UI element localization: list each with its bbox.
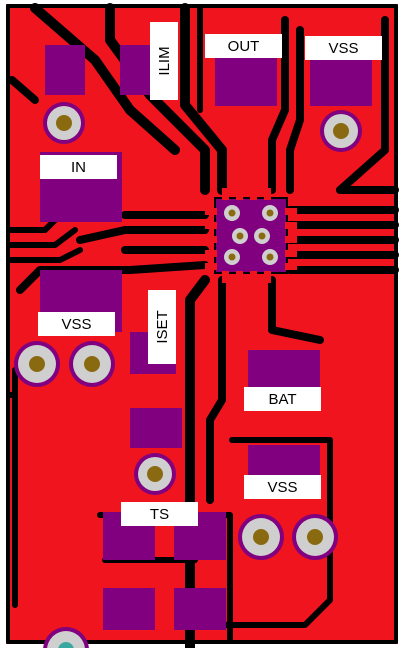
gap-vss-top-right	[336, 16, 389, 194]
label-ilim: ILIM	[150, 22, 178, 100]
pad-mid-left	[130, 408, 182, 448]
gap-top-mid	[180, 3, 227, 195]
label-vss-top: VSS	[305, 36, 382, 60]
gap-below-3	[268, 276, 324, 344]
label-bat-text: BAT	[268, 391, 296, 408]
gap-left-3	[7, 247, 83, 263]
label-iset: ISET	[148, 290, 176, 364]
label-in: IN	[40, 155, 117, 179]
label-out: OUT	[205, 34, 282, 58]
via-vss-left-1	[14, 341, 60, 387]
gap-vss-top-left	[286, 26, 304, 194]
gap-in-ic-2	[76, 226, 209, 244]
via-mid	[134, 453, 176, 495]
label-ts: TS	[121, 502, 198, 526]
ic-thermal-vias	[224, 205, 278, 265]
label-ilim-text: ILIM	[156, 46, 173, 75]
via-vss-top	[320, 110, 362, 152]
pad-top-left	[45, 45, 85, 95]
via-top-left	[43, 102, 85, 144]
label-in-text: IN	[71, 159, 86, 176]
ic-pins-left	[205, 208, 217, 270]
label-out-text: OUT	[228, 38, 260, 55]
gap-out-right	[268, 16, 289, 194]
pad-bat	[248, 350, 320, 388]
via-vss-left-2	[69, 341, 115, 387]
ic-package	[205, 188, 297, 283]
ic-pins-right	[285, 208, 297, 270]
gap-left-2	[7, 227, 78, 248]
ic-pins-bottom	[222, 271, 271, 283]
label-ts-text: TS	[150, 506, 169, 523]
gap-tl-stripe-2	[8, 76, 39, 104]
gap-bat-box	[197, 437, 333, 628]
label-bat: BAT	[244, 387, 321, 411]
vias	[14, 102, 362, 648]
label-vss-top-text: VSS	[328, 40, 358, 57]
pad-bottom-left	[103, 588, 155, 630]
via-vss-right-1	[238, 514, 284, 560]
pad-vss-right	[248, 445, 320, 475]
ic-pins-top	[222, 188, 271, 200]
via-vss-right-2	[292, 514, 338, 560]
label-vss-left-text: VSS	[61, 316, 91, 333]
via-bottom-partial	[43, 627, 89, 648]
net-labels: ILIM OUT VSS IN VSS ISET BAT VSS	[38, 22, 382, 526]
gap-tl-stripe-1	[30, 3, 180, 155]
label-vss-right: VSS	[244, 475, 321, 499]
gap-below-2	[206, 276, 226, 504]
pad-out	[215, 58, 277, 106]
label-iset-text: ISET	[154, 310, 171, 343]
pad-vss-top	[310, 58, 372, 106]
pad-bottom-right	[174, 588, 226, 630]
label-vss-right-text: VSS	[267, 479, 297, 496]
label-vss-left: VSS	[38, 312, 115, 336]
